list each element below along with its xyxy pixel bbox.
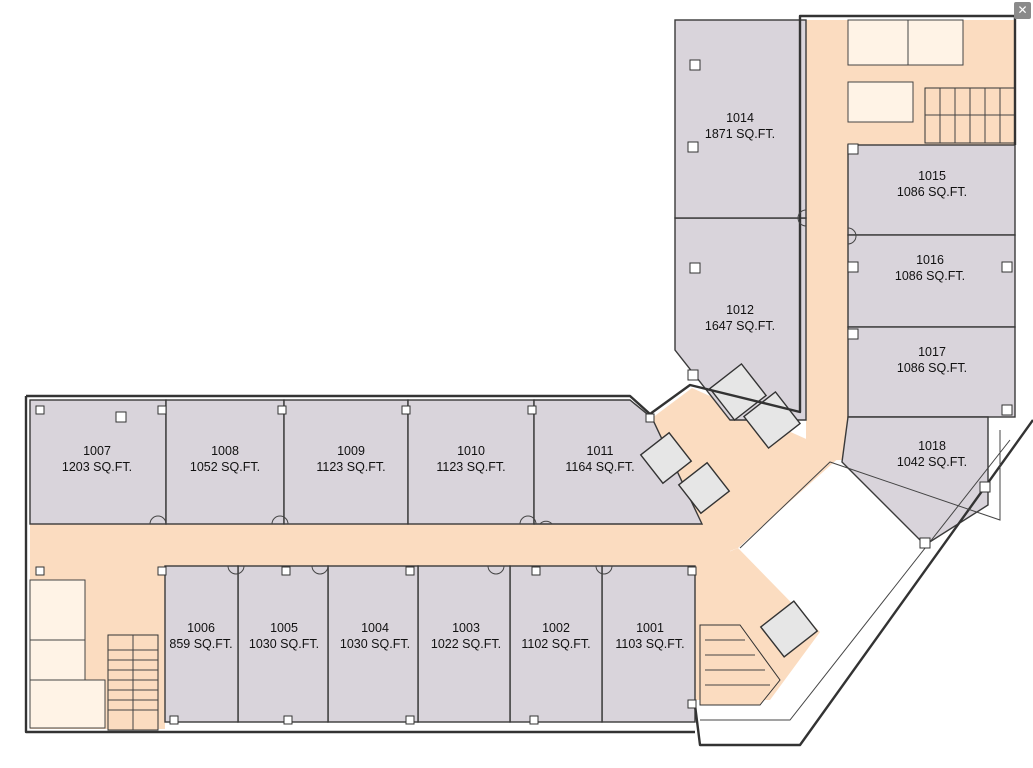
room-number-1003: 1003 — [452, 621, 480, 635]
room-area-1001: 1103 SQ.FT. — [615, 637, 684, 651]
room-number-1002: 1002 — [542, 621, 570, 635]
room-1017[interactable] — [847, 326, 1016, 418]
room-1007[interactable] — [29, 399, 167, 525]
room-number-1001: 1001 — [636, 621, 664, 635]
room-area-1005: 1030 SQ.FT. — [249, 637, 319, 651]
room-1005[interactable] — [237, 565, 329, 723]
room-number-1005: 1005 — [270, 621, 298, 635]
room-area-1006: 859 SQ.FT. — [169, 637, 232, 651]
outer-walls — [24, 14, 1033, 747]
room-area-1011: 1164 SQ.FT. — [565, 460, 634, 474]
room-1014[interactable] — [674, 19, 807, 219]
room-1010[interactable] — [407, 399, 535, 525]
room-area-1015: 1086 SQ.FT. — [897, 185, 967, 199]
room-area-1018: 1042 SQ.FT. — [897, 455, 967, 469]
rooms-layer — [29, 19, 1016, 723]
room-1016[interactable] — [847, 234, 1016, 328]
room-area-1007: 1203 SQ.FT. — [62, 460, 132, 474]
room-number-1011: 1011 — [587, 444, 614, 458]
elevator-bank — [639, 362, 819, 658]
room-1009[interactable] — [283, 399, 409, 525]
room-number-1006: 1006 — [187, 621, 215, 635]
room-1006[interactable] — [164, 565, 239, 723]
room-number-1009: 1009 — [337, 444, 365, 458]
stairs — [107, 87, 1016, 731]
room-area-1010: 1123 SQ.FT. — [436, 460, 505, 474]
room-number-1012: 1012 — [726, 303, 754, 317]
room-number-1017: 1017 — [918, 345, 946, 359]
room-area-1004: 1030 SQ.FT. — [340, 637, 410, 651]
room-1015[interactable] — [847, 144, 1016, 236]
close-button[interactable]: ✕ — [1014, 2, 1031, 19]
room-number-1004: 1004 — [361, 621, 389, 635]
room-number-1008: 1008 — [211, 444, 239, 458]
room-number-1007: 1007 — [83, 444, 111, 458]
room-number-1018: 1018 — [918, 439, 946, 453]
room-area-1008: 1052 SQ.FT. — [190, 460, 260, 474]
room-area-1014: 1871 SQ.FT. — [705, 127, 775, 141]
room-area-1009: 1123 SQ.FT. — [316, 460, 385, 474]
room-area-1002: 1102 SQ.FT. — [521, 637, 590, 651]
door-swings — [149, 209, 857, 575]
room-area-1016: 1086 SQ.FT. — [895, 269, 965, 283]
room-number-1015: 1015 — [918, 169, 946, 183]
room-number-1010: 1010 — [457, 444, 485, 458]
room-labels: 1001 1103 SQ.FT. 1002 1102 SQ.FT. 1003 1… — [62, 111, 967, 651]
room-area-1012: 1647 SQ.FT. — [705, 319, 775, 333]
room-1018[interactable] — [841, 416, 989, 546]
room-number-1016: 1016 — [916, 253, 944, 267]
close-icon: ✕ — [1017, 3, 1028, 17]
room-1008[interactable] — [165, 399, 285, 525]
room-area-1017: 1086 SQ.FT. — [897, 361, 967, 375]
room-number-1014: 1014 — [726, 111, 754, 125]
restrooms — [29, 19, 964, 729]
room-area-1003: 1022 SQ.FT. — [431, 637, 501, 651]
columns — [35, 59, 1013, 725]
